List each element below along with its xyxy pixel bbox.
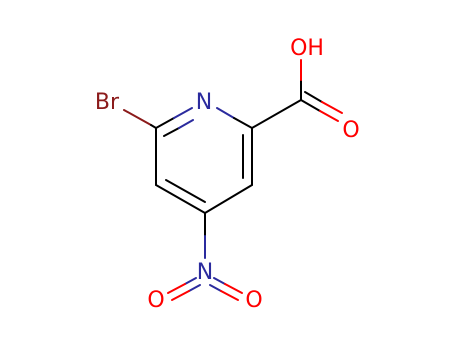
bond-n-o [167, 283, 186, 294]
bond-c-c-double [165, 179, 206, 203]
bond-n-c [216, 107, 235, 119]
bond-n-o-double [220, 290, 239, 301]
bond-c-n [173, 107, 193, 119]
bond-c-c [204, 184, 253, 214]
bond-n-o [224, 283, 243, 294]
bond-c-c [155, 184, 206, 214]
bond-c-c [251, 99, 302, 129]
bond-n-o-double [188, 284, 201, 292]
atom-label-o-carbonyl: O [342, 118, 359, 143]
bond-c-n [155, 117, 175, 129]
bond-br-c [123, 109, 152, 126]
bond-c-o-double [304, 91, 323, 103]
atom-label-o-nitro-right: O [245, 288, 262, 313]
bond-c-o [319, 110, 339, 122]
atom-label-n-nitro: N [197, 260, 213, 285]
bond-n-c [233, 117, 253, 129]
bond-c-o [300, 99, 321, 112]
atom-label-o-nitro-left: O [147, 288, 164, 313]
bond-c-o-double [321, 101, 343, 114]
bond-n-o-double [171, 290, 190, 301]
bond-c-n-double [178, 119, 194, 129]
bond-c-n-double [163, 127, 180, 137]
atom-label-n-ring: N [196, 90, 212, 115]
atom-label-br: Br [95, 90, 120, 115]
bond-n-o [213, 277, 226, 285]
atom-label-oh: OH [290, 36, 324, 61]
bond-n-o [184, 277, 197, 285]
bond-n-o-double [209, 284, 222, 292]
